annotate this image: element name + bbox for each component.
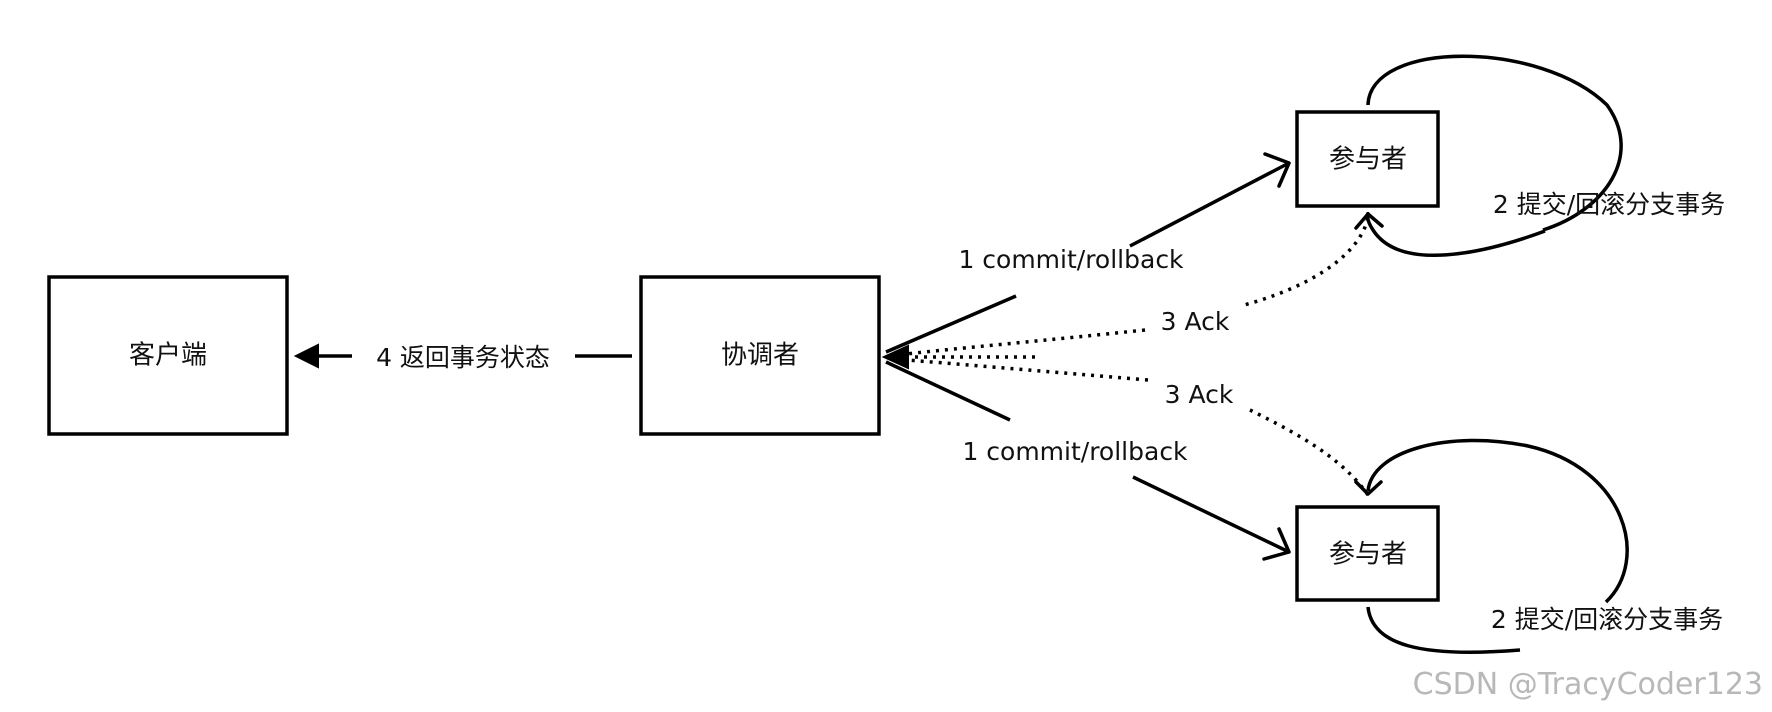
edge-ack-bottom: 3 Ack — [905, 358, 1370, 497]
self-loop-top-curve — [1366, 54, 1623, 232]
participant-bottom-label: 参与者 — [1329, 540, 1407, 570]
ack-merge-dots — [881, 344, 1040, 370]
coordinator-label: 协调者 — [721, 341, 799, 371]
commit-bottom-arrowhead — [1262, 527, 1291, 561]
client-label: 客户端 — [129, 341, 207, 371]
participant-top-label: 参与者 — [1329, 145, 1407, 175]
return-status-label: 4 返回事务状态 — [376, 343, 550, 372]
ack-top-label: 3 Ack — [1161, 307, 1230, 336]
self-loop-top-arrowhead — [1354, 212, 1384, 230]
ack-bottom-dotted-upper — [905, 358, 1149, 382]
coordinator-ack-arrowhead — [881, 344, 909, 370]
commit-bottom-line-upper — [885, 360, 1011, 422]
edge-return-status: 4 返回事务状态 — [293, 343, 632, 372]
edge-commit-top: 1 commit/rollback — [885, 152, 1291, 354]
edge-commit-bottom: 1 commit/rollback — [885, 360, 1291, 561]
ack-top-dotted-upper — [1243, 217, 1370, 307]
commit-top-label: 1 commit/rollback — [958, 245, 1184, 274]
self-loop-top-return — [1365, 211, 1546, 257]
ack-bottom-dotted-lower — [1249, 408, 1370, 497]
client-node[interactable]: 客户端 — [47, 275, 289, 436]
self-loop-bottom-label: 2 提交/回滚分支事务 — [1491, 605, 1723, 634]
participant-top-node[interactable]: 参与者 — [1295, 110, 1440, 208]
ack-top-dotted-lower — [905, 328, 1146, 356]
return-status-arrowhead — [293, 343, 319, 369]
self-loop-top-label: 2 提交/回滚分支事务 — [1493, 190, 1725, 219]
self-loop-bottom-return — [1366, 606, 1521, 654]
commit-top-line-upper — [1129, 161, 1290, 248]
watermark: CSDN @TracyCoder123 — [1413, 667, 1763, 702]
self-loop-top: 2 提交/回滚分支事务 — [1354, 54, 1725, 257]
coordinator-node[interactable]: 协调者 — [639, 275, 881, 436]
commit-top-arrowhead — [1263, 152, 1291, 188]
commit-top-line-lower — [885, 294, 1017, 354]
participant-bottom-node[interactable]: 参与者 — [1295, 505, 1440, 602]
ack-bottom-label: 3 Ack — [1165, 380, 1234, 409]
commit-bottom-line-lower — [1132, 475, 1290, 554]
commit-bottom-label: 1 commit/rollback — [962, 437, 1188, 466]
self-loop-bottom-curve — [1366, 438, 1629, 604]
edge-ack-top: 3 Ack — [905, 217, 1370, 356]
